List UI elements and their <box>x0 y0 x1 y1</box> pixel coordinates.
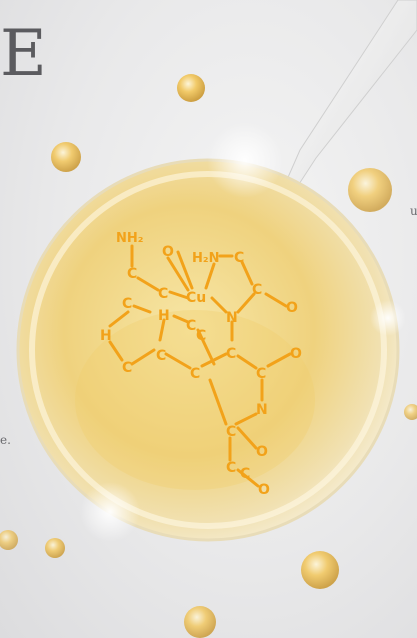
bubble <box>404 404 417 420</box>
atom-label: O <box>256 444 268 460</box>
bubble <box>51 142 81 172</box>
atom-label: C <box>122 296 132 312</box>
atom-label: O <box>286 300 298 316</box>
bubble <box>184 606 216 638</box>
atom-label: C <box>226 424 236 440</box>
bubble <box>0 530 18 550</box>
atom-label: C <box>158 286 168 302</box>
bubble <box>45 538 65 558</box>
cropped-text-fragment: u <box>410 204 417 218</box>
atom-label: N <box>256 402 268 418</box>
atom-label: C <box>156 348 166 364</box>
cropped-text-fragment: e. <box>0 433 11 447</box>
atom-label: C <box>190 366 200 382</box>
bubble <box>301 551 339 589</box>
atom-label: C <box>127 266 137 282</box>
bubble <box>177 74 205 102</box>
atom-label: O <box>258 482 270 498</box>
atom-label: NH₂ <box>116 231 143 246</box>
headline-letter: E <box>0 17 49 91</box>
atom-label: C <box>186 318 196 334</box>
atom-label: N <box>226 310 238 326</box>
atom-label: C <box>122 360 132 376</box>
atom-label: C <box>256 366 266 382</box>
atom-label: O <box>290 346 302 362</box>
atom-label: C <box>226 346 236 362</box>
atom-label: H₂N <box>192 251 219 266</box>
bubble <box>348 168 392 212</box>
atom-label: C <box>240 466 250 482</box>
molecule-bonds <box>108 244 292 488</box>
molecule-atoms: NH₂ C C O H₂N C Cu C O H C C N H C C C C… <box>100 231 302 498</box>
atom-label: H <box>158 308 170 324</box>
atom-label: Cu <box>186 290 206 306</box>
atom-label: H <box>100 328 112 344</box>
atom-label: C <box>196 328 206 344</box>
atom-label: C <box>234 250 244 266</box>
atom-label: O <box>162 244 174 260</box>
droplet <box>16 122 406 542</box>
floating-bubbles <box>0 74 417 638</box>
atom-label: C <box>252 282 262 298</box>
atom-label: C <box>226 460 236 476</box>
